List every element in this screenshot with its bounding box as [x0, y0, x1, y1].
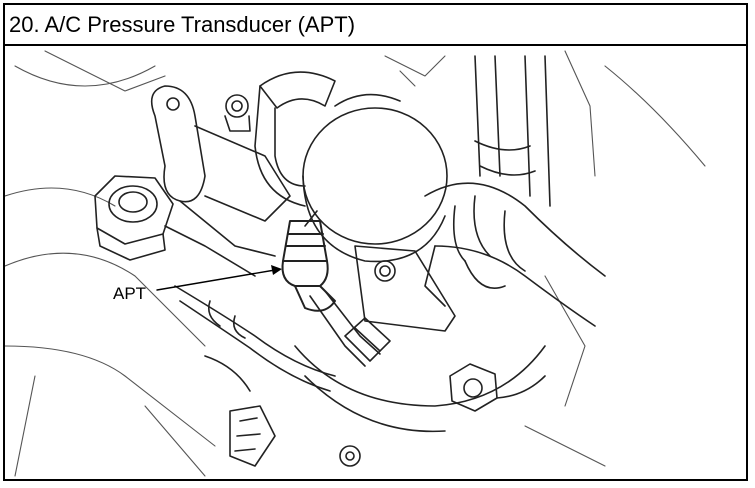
background-structure: [4, 50, 706, 477]
bolt-top: [224, 94, 251, 132]
receiver-drier-drum: [302, 93, 448, 263]
pipe-lower-left: [174, 285, 336, 392]
apt-callout-arrowhead: [271, 265, 282, 275]
hex-nut-left: [94, 175, 174, 261]
apt-sensor: [281, 220, 336, 312]
pipes-vertical-right: [474, 55, 551, 207]
section-title: 20. A/C Pressure Transducer (APT): [5, 5, 746, 46]
bracket-bottom: [204, 355, 361, 467]
bracket-arm: [150, 85, 291, 277]
line-drawing: APT: [4, 50, 706, 477]
apt-line-and-connector: [309, 290, 391, 367]
hose-right: [424, 182, 606, 327]
apt-callout-leader: [156, 269, 276, 291]
hose-upper: [254, 71, 336, 207]
mounting-plate: [354, 245, 456, 332]
lower-housing: [294, 345, 546, 433]
bolt-lower-right: [449, 363, 546, 412]
diagram-frame: 20. A/C Pressure Transducer (APT): [3, 3, 748, 481]
engine-bay-illustration: APT: [4, 46, 746, 479]
apt-callout-label: APT: [113, 284, 146, 303]
